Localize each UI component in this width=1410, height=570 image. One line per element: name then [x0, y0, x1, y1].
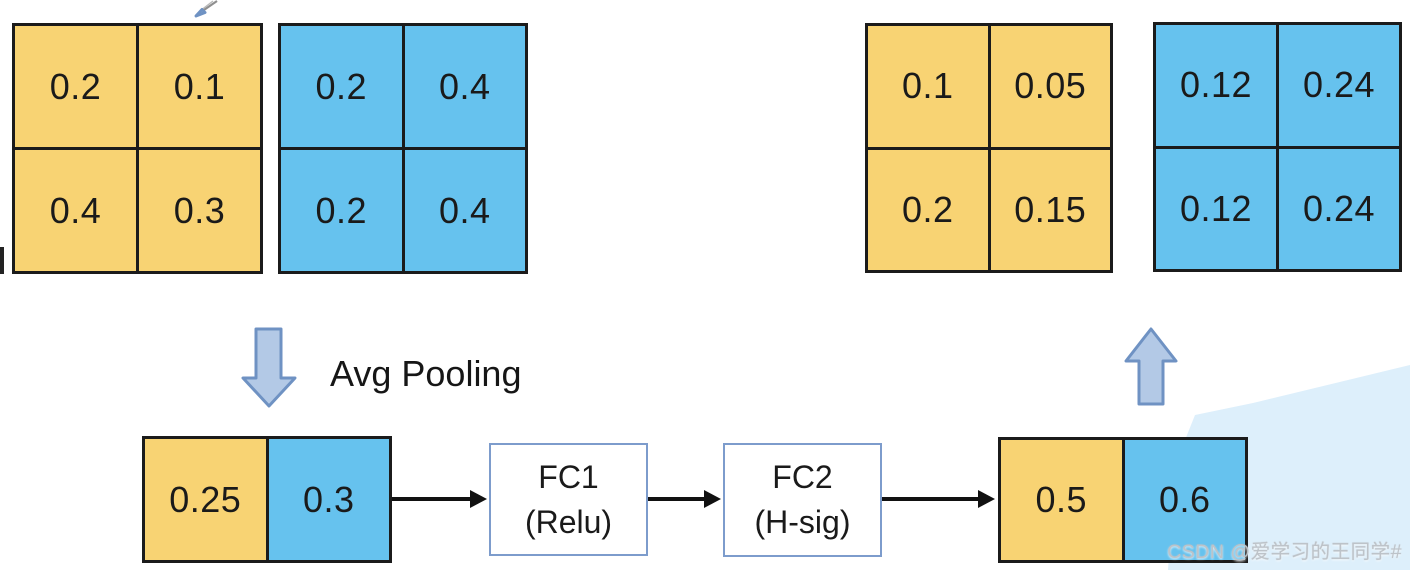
grid-cell: 0.3 [139, 150, 260, 271]
attention-vector: 0.5 0.6 [998, 437, 1248, 563]
grid-cell: 0.1 [868, 26, 988, 147]
fc2-activation: (H-sig) [754, 504, 851, 540]
fc1-title: FC1 [538, 458, 599, 495]
output-map-blue-grid: 0.12 0.24 0.12 0.24 [1153, 22, 1402, 272]
grid-cell: 0.4 [15, 150, 136, 271]
flow-arrow [648, 490, 721, 507]
pen-cursor-icon [194, 0, 218, 18]
block-arrow-up-icon [1124, 327, 1178, 406]
grid-cell: 0.4 [404, 150, 525, 271]
grid-cell: 0.15 [990, 149, 1110, 270]
fc2-box: FC2 (H-sig) [723, 443, 882, 557]
flow-arrow [392, 490, 487, 507]
grid-cell: 0.1 [139, 26, 260, 147]
fc2-title: FC2 [772, 459, 833, 496]
grid-cell: 0.2 [281, 26, 402, 147]
fc1-box: FC1 (Relu) [489, 443, 648, 556]
grid-cell: 0.2 [15, 26, 136, 147]
input-map-yellow-grid: 0.2 0.1 0.4 0.3 [12, 23, 263, 274]
grid-cell: 0.2 [868, 149, 988, 270]
grid-cell: 0.2 [281, 150, 402, 271]
flow-arrow [882, 490, 995, 507]
pooled-vector: 0.25 0.3 [142, 436, 392, 563]
vector-cell-blue: 0.6 [1124, 440, 1245, 560]
grid-cell: 0.05 [990, 26, 1110, 147]
vector-cell-yellow: 0.5 [1001, 440, 1122, 560]
block-arrow-down-icon [241, 327, 297, 408]
input-map-blue-grid: 0.2 0.4 0.2 0.4 [278, 23, 528, 274]
fc1-activation: (Relu) [524, 503, 613, 540]
watermark: CSDN @爱学习的王同学# [1167, 541, 1402, 563]
vector-cell-yellow: 0.25 [145, 439, 266, 560]
vector-cell-blue: 0.3 [268, 439, 389, 560]
edge-artifact [0, 247, 4, 274]
avg-pooling-label: Avg Pooling [330, 353, 522, 394]
grid-cell: 0.24 [1279, 148, 1399, 269]
grid-cell: 0.4 [404, 26, 525, 147]
grid-cell: 0.24 [1279, 25, 1399, 146]
output-map-yellow-grid: 0.1 0.05 0.2 0.15 [865, 23, 1113, 273]
grid-cell: 0.12 [1156, 148, 1276, 269]
grid-cell: 0.12 [1156, 25, 1276, 146]
